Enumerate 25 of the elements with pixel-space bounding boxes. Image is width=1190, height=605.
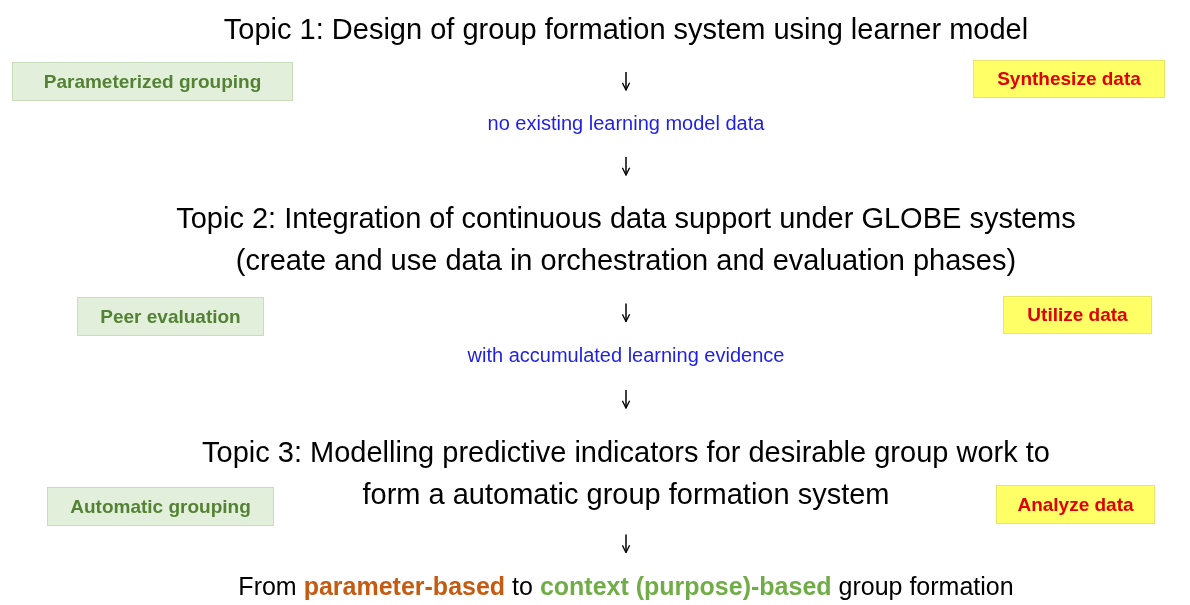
topic-heading: form a automatic group formation system xyxy=(362,477,890,512)
tag-background xyxy=(973,60,1165,98)
summary-line: From parameter-based to context (purpose)-based group formation xyxy=(238,572,1014,601)
transition-note: no existing learning model data xyxy=(487,112,765,135)
topic-heading: Topic 2: Integration of continuous data support under GLOBE systems xyxy=(176,201,1076,236)
label-tag: Utilize data xyxy=(1027,304,1128,326)
topic-heading: (create and use data in orchestration and evaluation phases) xyxy=(235,243,1017,278)
down-arrow xyxy=(621,71,631,91)
label-tag: Peer evaluation xyxy=(100,305,241,328)
label-tag: Automatic grouping xyxy=(70,495,251,518)
down-arrow xyxy=(621,389,631,409)
topic-heading: Topic 1: Design of group formation system using learner model xyxy=(223,12,1029,47)
tag-background xyxy=(77,297,264,336)
tag-background xyxy=(1003,296,1152,334)
label-tag: Parameterized grouping xyxy=(43,70,262,93)
down-arrow xyxy=(621,533,631,554)
down-arrow xyxy=(621,156,631,176)
down-arrow xyxy=(621,302,631,323)
tag-background xyxy=(47,487,274,526)
transition-note: with accumulated learning evidence xyxy=(467,344,785,367)
label-tag: Synthesize data xyxy=(997,68,1141,90)
tag-background xyxy=(996,485,1155,524)
tag-background xyxy=(12,62,293,101)
topic-heading: Topic 3: Modelling predictive indicators for desirable group work to xyxy=(202,435,1050,470)
label-tag: Analyze data xyxy=(1017,493,1134,516)
